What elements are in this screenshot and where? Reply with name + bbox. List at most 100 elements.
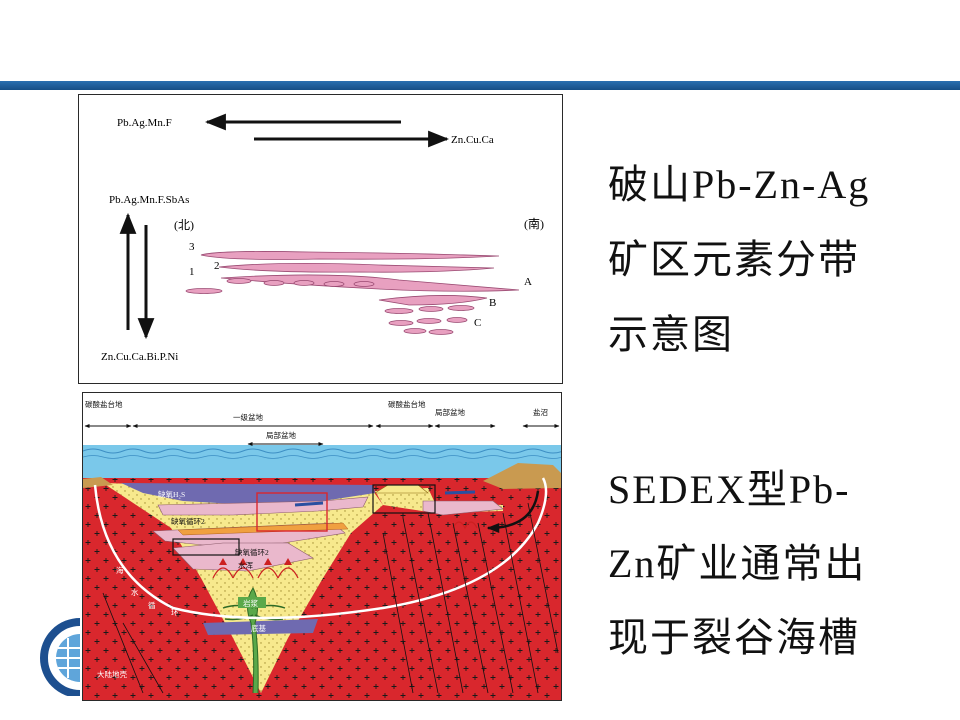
logo-grid bbox=[56, 638, 80, 678]
ore-lens bbox=[388, 320, 414, 326]
vertical-bottom-elements: Zn.Cu.Ca.Bi.P.Ni bbox=[101, 351, 178, 363]
ore-lens bbox=[353, 281, 375, 287]
anoxic-water bbox=[121, 483, 375, 505]
fault bbox=[502, 512, 539, 694]
circulation-arrowheads bbox=[219, 558, 292, 565]
side-text-2-line3: 现于裂谷海槽 bbox=[608, 615, 860, 660]
label-seawater-2: 水 bbox=[131, 587, 139, 597]
ore-lens bbox=[323, 281, 345, 287]
highlight-box-red bbox=[256, 492, 328, 532]
fault-lines bbox=[102, 502, 559, 694]
loop bbox=[277, 567, 299, 579]
label-seawater-1: 海 bbox=[116, 565, 124, 575]
vertical-top-elements: Pb.Ag.Mn.F.SbAs bbox=[109, 194, 189, 206]
ore-lens bbox=[263, 280, 285, 286]
layer-label-3: 3 bbox=[189, 241, 195, 253]
fault bbox=[452, 522, 489, 694]
magma-label-bg bbox=[238, 597, 266, 608]
ore-lens bbox=[185, 288, 223, 294]
ore-lens bbox=[226, 278, 252, 284]
highlight-box-black-2 bbox=[372, 484, 436, 514]
pink-sediment-3 bbox=[172, 542, 314, 572]
label-anoxic-cycle-upper: 缺氧循环2 bbox=[171, 516, 205, 526]
layer-label-1: 1 bbox=[189, 266, 195, 278]
logo-ring bbox=[40, 618, 80, 696]
ore-lens bbox=[418, 306, 444, 312]
ore-lens bbox=[416, 318, 442, 324]
upper-right-elements: Zn.Cu.Ca bbox=[451, 134, 494, 146]
institution-logo bbox=[38, 618, 80, 696]
label-local-basin-center: 局部盆地 bbox=[266, 430, 296, 440]
south-label: (南) bbox=[524, 216, 544, 231]
side-text-2-line2: Zn矿业通常出 bbox=[608, 541, 867, 586]
label-continental-crust: 大陆地壳 bbox=[97, 669, 127, 679]
north-label: (北) bbox=[174, 218, 194, 232]
blue-vent-lens-2 bbox=[444, 490, 476, 495]
zone-label-a: A bbox=[524, 276, 532, 288]
ore-lens bbox=[446, 317, 468, 323]
purple-basal-layer bbox=[203, 619, 318, 635]
ore-lens bbox=[403, 328, 427, 334]
side-text-1-line1: 破山Pb-Zn-Ag bbox=[608, 162, 871, 207]
label-magma: 岩浆 bbox=[243, 598, 258, 608]
magma-feeder bbox=[247, 587, 259, 694]
ore-band bbox=[177, 522, 349, 536]
loop bbox=[232, 567, 254, 579]
fluid-flow-arrow bbox=[486, 490, 540, 533]
label-water-layer: 水浑 bbox=[238, 560, 253, 570]
side-text-1-line2: 矿区元素分带 bbox=[608, 237, 860, 282]
inner-labels: 缺氧H₂S 缺氧循环2 缺氧循环2 水浑 海 水 循 环 岩浆 底基 大陆地壳 bbox=[97, 489, 269, 679]
ore-layer-b bbox=[378, 295, 488, 306]
ore-layer-3 bbox=[200, 251, 500, 260]
sea-waves-2 bbox=[83, 455, 561, 459]
fault bbox=[382, 532, 414, 694]
label-carbonate-left: 碳酸盐台地 bbox=[85, 399, 123, 409]
label-salt-marsh: 盐沼 bbox=[533, 407, 548, 417]
ore-lens bbox=[384, 308, 414, 314]
loop bbox=[257, 567, 279, 579]
element-zoning-diagram: Pb.Ag.Mn.F Zn.Cu.Ca Pb.Ag.Mn.F.SbAs Zn.C… bbox=[78, 94, 563, 384]
ore-lens bbox=[447, 305, 475, 311]
header-bar bbox=[0, 81, 960, 90]
element-zoning-svg: Pb.Ag.Mn.F Zn.Cu.Ca Pb.Ag.Mn.F.SbAs Zn.C… bbox=[101, 113, 544, 363]
layer-label-2: 2 bbox=[214, 260, 220, 272]
salt-marsh-hill bbox=[483, 463, 561, 489]
ore-lens bbox=[428, 329, 454, 335]
circulation-loops bbox=[212, 521, 478, 579]
arrowhead bbox=[219, 558, 227, 565]
label-underlying: 底基 bbox=[251, 623, 266, 633]
upper-left-elements: Pb.Ag.Mn.F bbox=[117, 117, 172, 129]
pink-sediment-right bbox=[422, 500, 504, 516]
blue-vent-lens bbox=[294, 501, 324, 507]
side-text-1-line3: 示意图 bbox=[608, 312, 734, 357]
header-arrows bbox=[84, 424, 560, 446]
arrowhead bbox=[239, 558, 247, 565]
arrowhead bbox=[284, 558, 292, 565]
ore-lens bbox=[293, 280, 315, 286]
loop bbox=[452, 521, 478, 530]
sedex-basin-diagram: 碳酸盐台地 一级盆地 局部盆地 碳酸盐台地 局部盆地 盐沼 缺氧H₂S 缺氧循环… bbox=[82, 392, 562, 701]
seawater-circulation-path bbox=[93, 477, 548, 620]
ore-bodies bbox=[185, 251, 520, 335]
arrowhead bbox=[264, 558, 272, 565]
fault bbox=[477, 522, 514, 694]
sea-waves bbox=[83, 448, 561, 454]
fault bbox=[122, 622, 164, 694]
fault bbox=[102, 592, 144, 694]
label-carbonate-right: 碳酸盐台地 bbox=[388, 399, 426, 409]
zone-label-c: C bbox=[474, 317, 481, 329]
label-first-order-basin: 一级盆地 bbox=[233, 412, 263, 422]
left-hill bbox=[83, 477, 113, 488]
loop bbox=[212, 567, 234, 579]
label-anoxic-h2s: 缺氧H₂S bbox=[158, 489, 185, 499]
pink-sediment-1 bbox=[157, 496, 369, 516]
label-seawater-3: 循 bbox=[148, 600, 156, 610]
zone-label-b: B bbox=[489, 297, 496, 309]
side-text-2-line1: SEDEX型Pb- bbox=[608, 467, 851, 512]
label-local-basin-right: 局部盆地 bbox=[435, 407, 465, 417]
ore-layer-2 bbox=[218, 263, 495, 273]
fault bbox=[427, 512, 464, 694]
sedex-basin-svg: 碳酸盐台地 一级盆地 局部盆地 碳酸盐台地 局部盆地 盐沼 缺氧H₂S 缺氧循环… bbox=[83, 393, 561, 700]
fault bbox=[527, 502, 559, 654]
fault bbox=[402, 517, 439, 694]
